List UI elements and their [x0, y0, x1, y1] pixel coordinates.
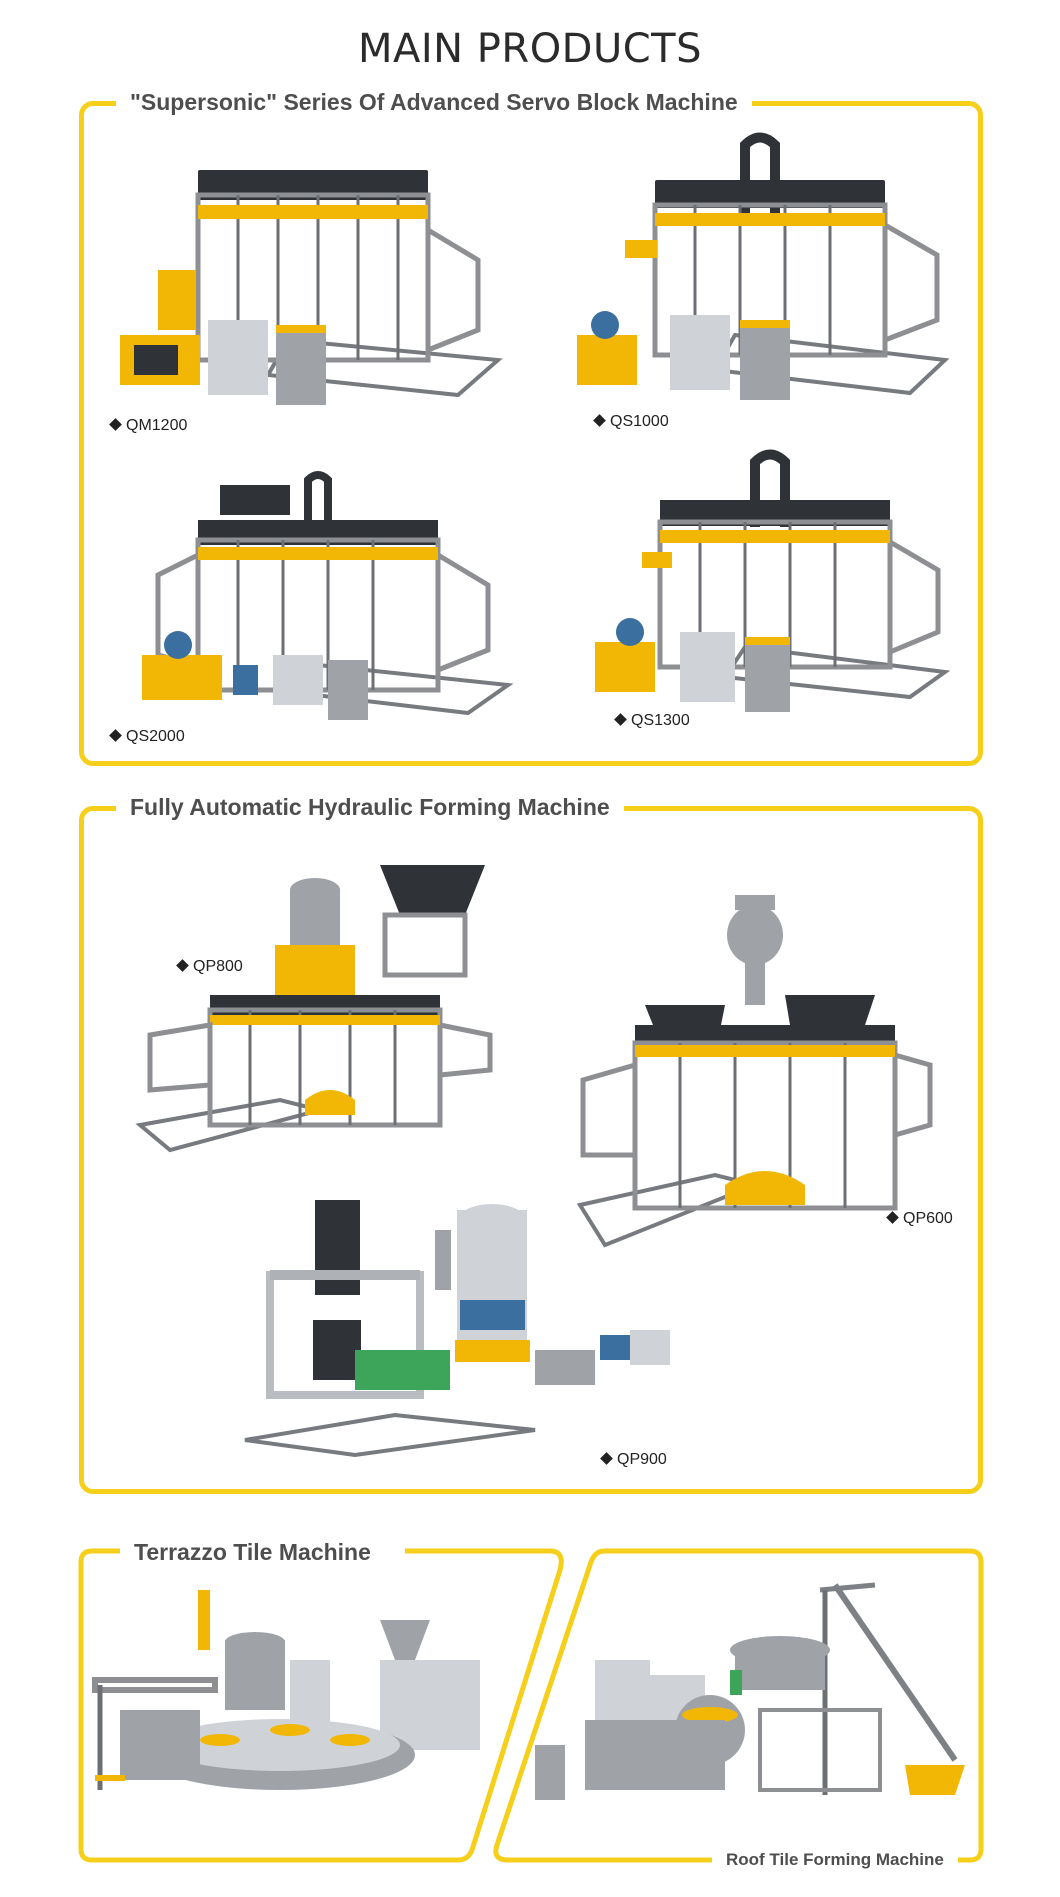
- product-label-qs2000[interactable]: QS2000: [109, 728, 185, 746]
- diamond-bullet-icon: [109, 418, 122, 431]
- diamond-bullet-icon: [600, 1452, 613, 1465]
- qp800-machine-image[interactable]: [130, 860, 500, 1160]
- product-label-qs1300[interactable]: QS1300: [614, 712, 690, 730]
- product-label-qs1000[interactable]: QS1000: [593, 413, 669, 431]
- qp900-machine-image[interactable]: [235, 1200, 680, 1460]
- qp600-machine-image[interactable]: [575, 895, 935, 1250]
- diamond-bullet-icon: [109, 729, 122, 742]
- diamond-bullet-icon: [593, 414, 606, 427]
- product-label-qp600[interactable]: QP600: [886, 1210, 953, 1228]
- roof-tile-machine-image[interactable]: [535, 1580, 970, 1825]
- qs2000-machine-image[interactable]: [138, 465, 514, 740]
- qs1000-machine-image[interactable]: [565, 132, 950, 425]
- diamond-bullet-icon: [614, 713, 627, 726]
- qm1200-machine-image[interactable]: [118, 150, 508, 425]
- page-title: MAIN PRODUCTS: [357, 26, 703, 72]
- section-title-roof-tile: Roof Tile Forming Machine: [712, 1845, 958, 1875]
- section-title-terrazzo: Terrazzo Tile Machine: [120, 1537, 385, 1567]
- product-label-qp800[interactable]: QP800: [176, 958, 243, 976]
- diamond-bullet-icon: [886, 1211, 899, 1224]
- product-label-qp900[interactable]: QP900: [600, 1451, 667, 1469]
- terrazzo-machine-image[interactable]: [90, 1590, 495, 1810]
- section-title-hydraulic: Fully Automatic Hydraulic Forming Machin…: [116, 792, 624, 822]
- product-label-qm1200[interactable]: QM1200: [109, 417, 187, 435]
- qs1300-machine-image[interactable]: [590, 449, 951, 727]
- section-title-servo-block: "Supersonic" Series Of Advanced Servo Bl…: [116, 87, 752, 117]
- diamond-bullet-icon: [176, 959, 189, 972]
